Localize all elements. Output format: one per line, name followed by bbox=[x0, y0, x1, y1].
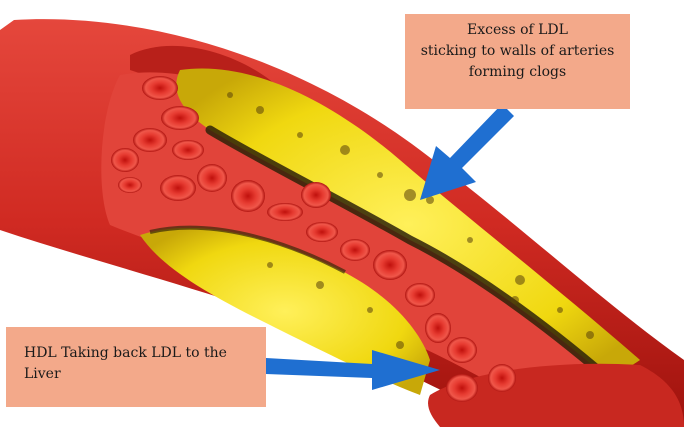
red-blood-cell bbox=[340, 239, 370, 261]
ldl-callout-box: Excess of LDL sticking to walls of arter… bbox=[405, 14, 630, 109]
ldl-callout-line-1: Excess of LDL bbox=[405, 20, 630, 41]
red-blood-cell bbox=[172, 140, 204, 160]
red-blood-cell bbox=[142, 76, 178, 100]
hdl-callout-box: HDL Taking back LDL to the Liver bbox=[6, 327, 266, 407]
red-blood-cell bbox=[488, 364, 516, 392]
red-blood-cell bbox=[446, 374, 478, 402]
red-blood-cell bbox=[425, 313, 451, 343]
red-blood-cell bbox=[197, 164, 227, 192]
red-blood-cell bbox=[267, 203, 303, 221]
red-blood-cell bbox=[373, 250, 407, 280]
red-blood-cell bbox=[447, 337, 477, 363]
ldl-callout-line-3: forming clogs bbox=[405, 62, 630, 83]
hdl-callout-text: HDL Taking back LDL to the Liver bbox=[24, 345, 227, 382]
red-blood-cell bbox=[231, 180, 265, 212]
red-blood-cell bbox=[118, 177, 142, 193]
ldl-callout-line-2: sticking to walls of arteries bbox=[405, 41, 630, 62]
ldl-arrow bbox=[420, 104, 514, 200]
red-blood-cell bbox=[161, 106, 199, 130]
red-blood-cell bbox=[133, 128, 167, 152]
red-blood-cell bbox=[301, 182, 331, 208]
red-blood-cell bbox=[111, 148, 139, 172]
red-blood-cell bbox=[160, 175, 196, 201]
red-blood-cell bbox=[306, 222, 338, 242]
red-blood-cell bbox=[405, 283, 435, 307]
